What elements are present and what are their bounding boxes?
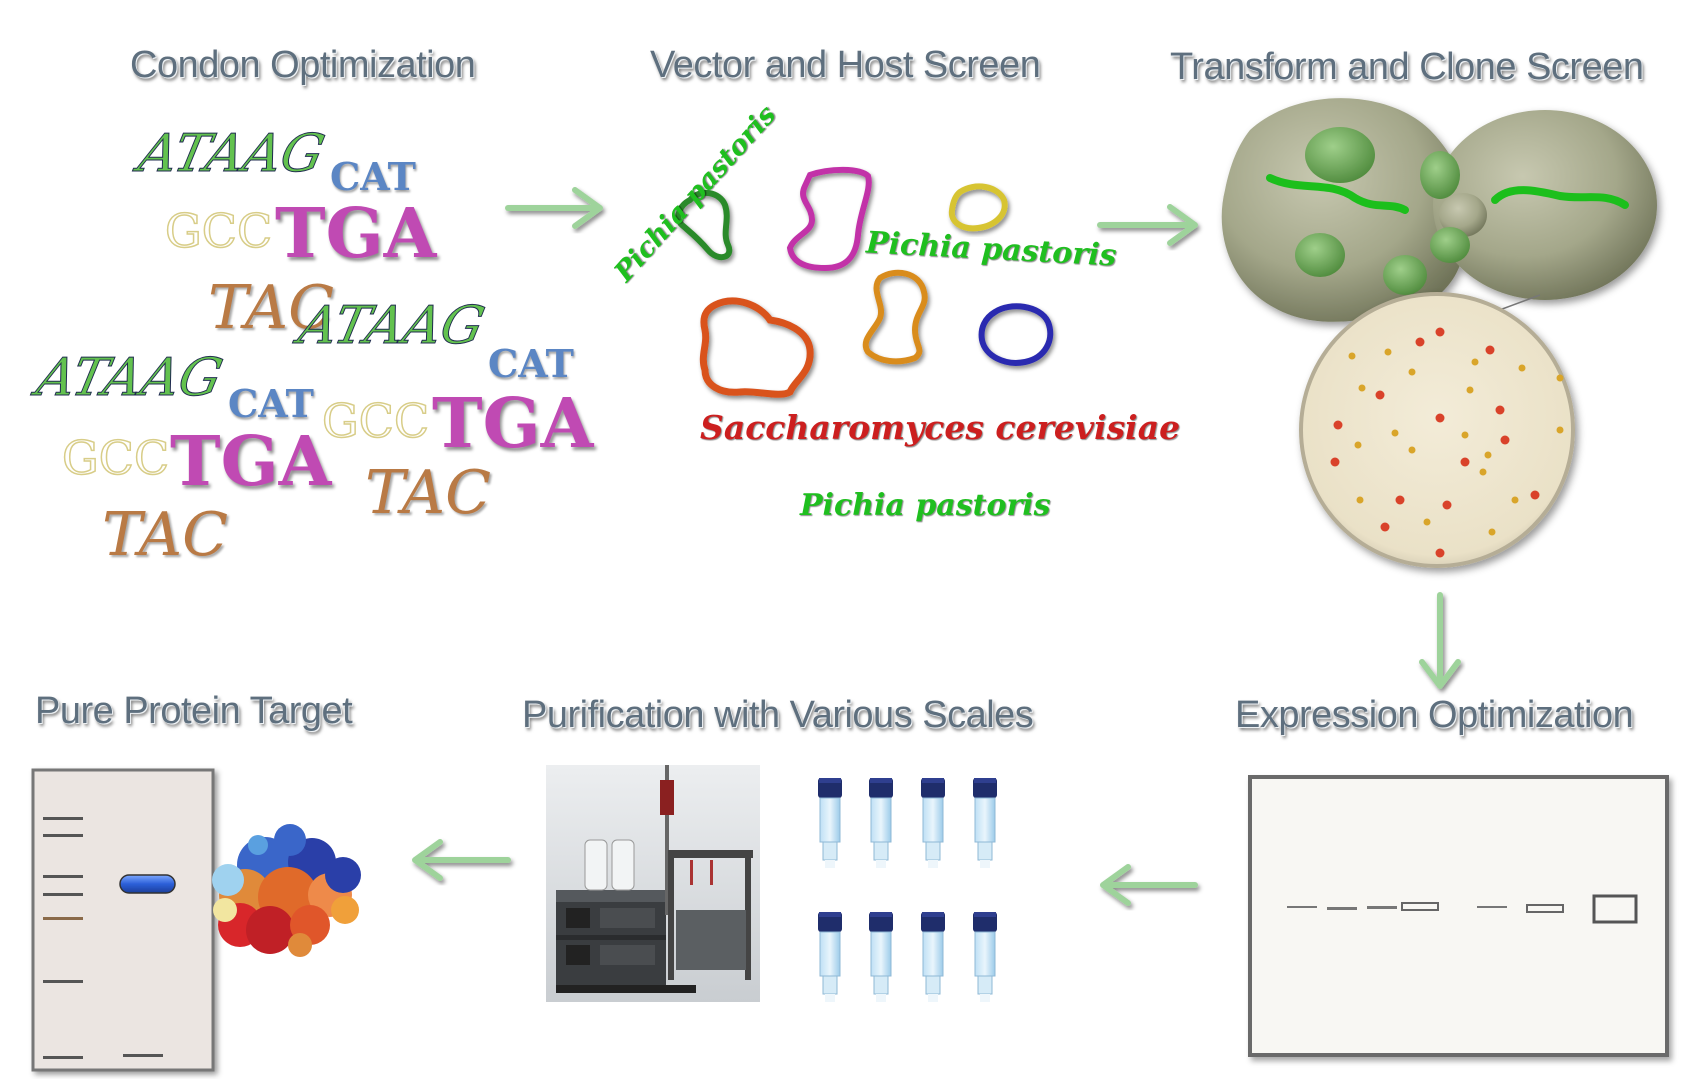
plasmid-icon [862, 269, 928, 365]
host-label-saccharomyces: Saccharomyces cerevisiae [700, 408, 1181, 447]
host-label-pichia-lower: Pichia pastoris [800, 488, 1051, 523]
codon-tga-1: TGA [275, 194, 437, 274]
protein-structure-icon [212, 824, 361, 957]
gel-icon [31, 768, 215, 1072]
chromatography-system-icon [546, 765, 760, 1002]
codon-cat-1: CAT [330, 154, 416, 199]
plasmid-icon [675, 189, 733, 261]
codon-gcc-3: GCC [61, 431, 170, 485]
title-codon-optimization: Condon Optimization [130, 44, 476, 86]
plasmid-icon [786, 166, 872, 272]
plasmid-icon [978, 303, 1054, 366]
left-arrow-icon [1100, 864, 1198, 906]
left-arrow-icon [412, 839, 511, 881]
down-arrow-icon [1419, 592, 1461, 689]
codon-cat-3: CAT [228, 381, 314, 426]
plasmid-icon [699, 297, 814, 398]
codon-tga-2: TGA [432, 384, 594, 464]
right-arrow-icon [505, 187, 603, 229]
gel-icon [1248, 775, 1669, 1057]
codon-tac-2: TAC [365, 458, 491, 528]
codon-tac-1: TAC [208, 273, 334, 343]
title-pure-protein-target: Pure Protein Target [35, 690, 353, 732]
plasmid-icon [948, 183, 1008, 232]
codon-tga-3: TGA [170, 422, 332, 502]
right-arrow-icon [1097, 204, 1198, 246]
yeast-cell-icon [1221, 98, 1657, 322]
codon-tac-3: TAC [102, 500, 228, 570]
title-transform-clone-screen: Transform and Clone Screen [1170, 46, 1644, 88]
title-expression-optimization: Expression Optimization [1235, 694, 1634, 736]
petri-dish-icon [1299, 292, 1575, 568]
title-vector-host-screen: Vector and Host Screen [650, 44, 1041, 86]
title-purification: Purification with Various Scales [522, 694, 1034, 736]
codon-gcc-1: GCC [164, 204, 273, 258]
codon-gcc-2: GCC [321, 394, 430, 448]
codon-cat-2: CAT [488, 341, 574, 386]
